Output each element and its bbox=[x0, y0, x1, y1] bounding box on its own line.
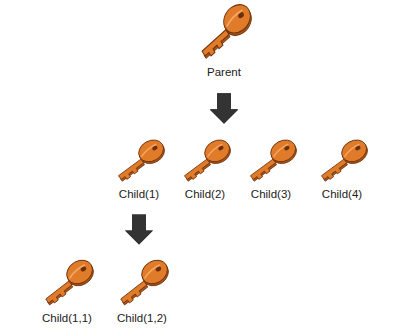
key-icon bbox=[177, 138, 233, 184]
key-node: Child(4) bbox=[300, 138, 384, 201]
key-node: Parent bbox=[182, 2, 266, 79]
key-label: Child(2) bbox=[163, 187, 247, 201]
key-label: Child(3) bbox=[229, 187, 313, 201]
key-icon bbox=[113, 258, 171, 308]
key-label: Parent bbox=[182, 65, 266, 79]
block-arrow bbox=[125, 215, 153, 245]
block-arrow bbox=[210, 94, 238, 124]
key-label: Child(4) bbox=[300, 187, 384, 201]
block-arrow bbox=[125, 215, 153, 245]
key-icon bbox=[111, 138, 167, 184]
block-arrow bbox=[210, 94, 238, 124]
key-node: Child(1) bbox=[97, 138, 181, 201]
key-node: Child(1,2) bbox=[100, 258, 184, 325]
key-label: Child(1,1) bbox=[25, 311, 109, 325]
key-label: Child(1) bbox=[97, 187, 181, 201]
block-arrow bbox=[210, 94, 238, 124]
key-icon bbox=[38, 258, 96, 308]
key-icon bbox=[194, 2, 254, 62]
key-label: Child(1,2) bbox=[100, 311, 184, 325]
key-node: Child(2) bbox=[163, 138, 247, 201]
key-node: Child(3) bbox=[229, 138, 313, 201]
key-icon bbox=[243, 138, 299, 184]
key-node: Child(1,1) bbox=[25, 258, 109, 325]
block-arrow bbox=[210, 94, 238, 124]
key-icon bbox=[314, 138, 370, 184]
